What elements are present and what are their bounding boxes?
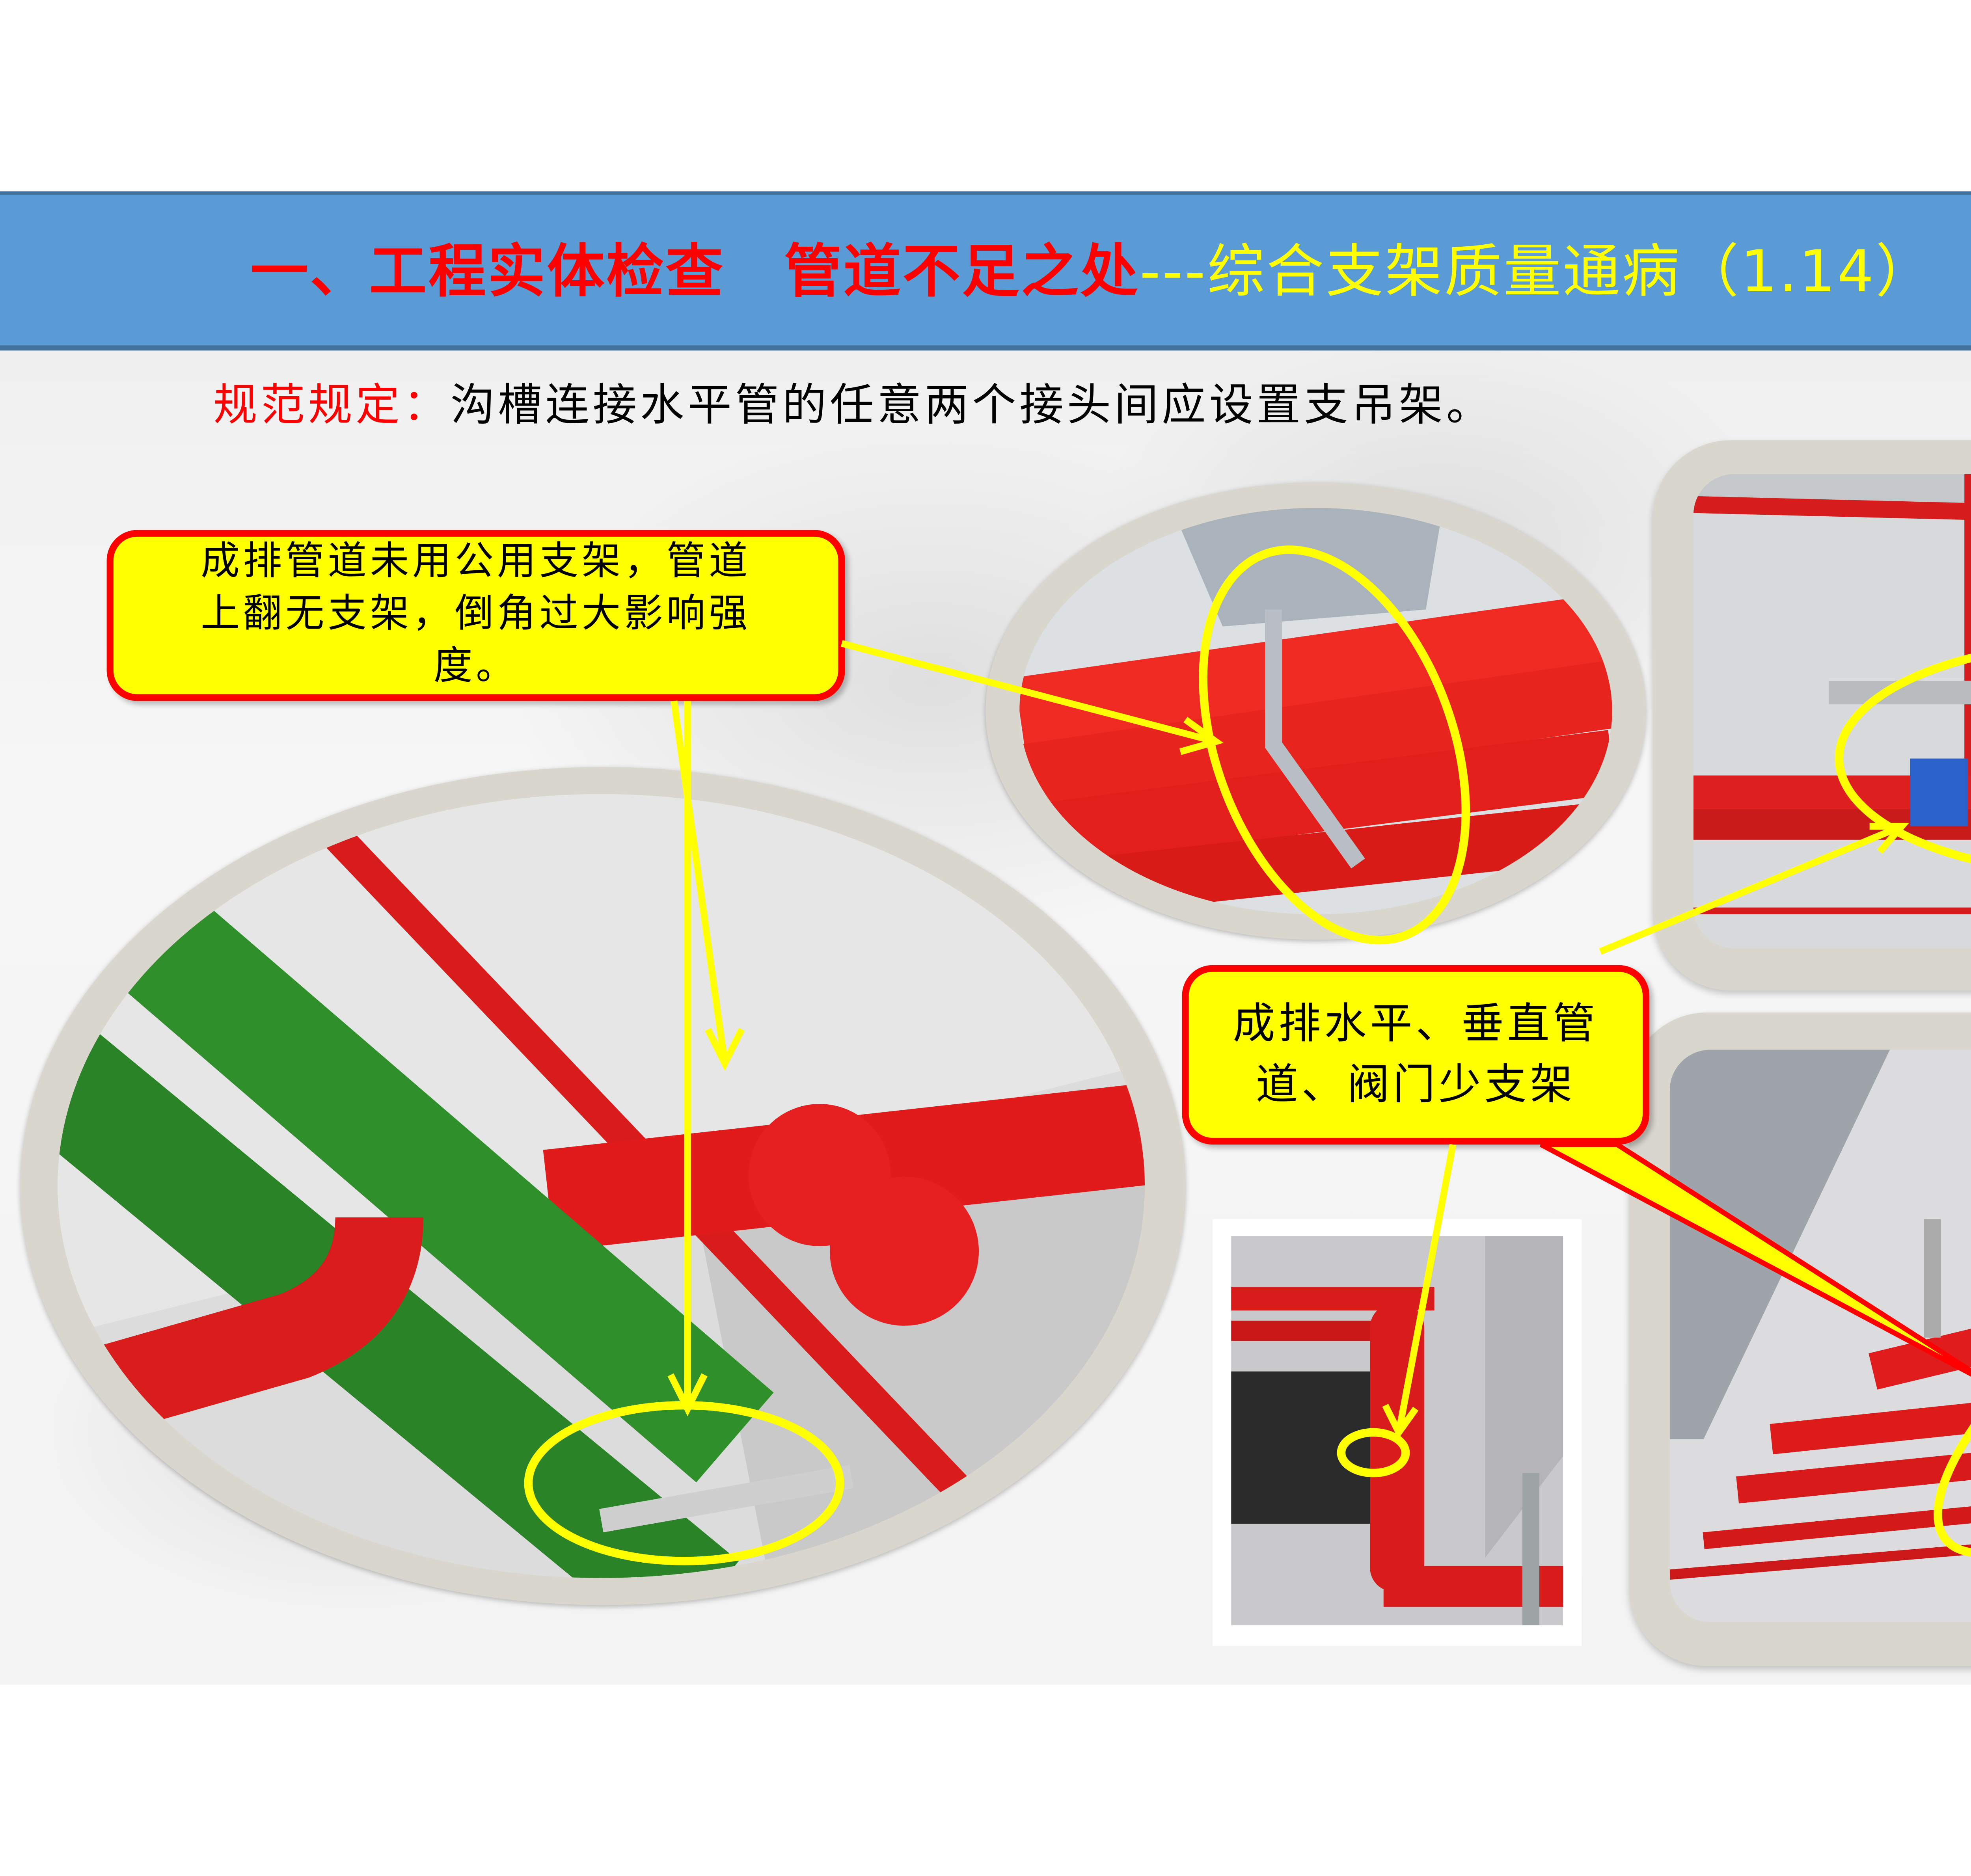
callout-right: 成排水平、垂直管 道、阀门少支架 (1182, 965, 1650, 1145)
photo-vertical-riser-image (1231, 1236, 1563, 1626)
callout-right-line-1: 成排水平、垂直管 (1233, 999, 1599, 1048)
photo-green-red-pipes (58, 794, 1145, 1578)
title-main: 一、工程实体检查 管道不足之处 (250, 238, 1140, 307)
photo-valve-row (1693, 474, 1971, 948)
photo-horizontal-runs-image (1669, 1050, 1971, 1622)
page-title: 一、工程实体检查 管道不足之处---综合支架质量通病（1.14） (251, 234, 1935, 312)
spec-rule-text: 沟槽连接水平管的任意两个接头间应设置支吊架。 (450, 381, 1494, 432)
callout-right-line-2: 道、阀门少支架 (1256, 1060, 1576, 1109)
photo-red-pipe-bundle-image (1019, 508, 1612, 914)
photo-vertical-riser (1231, 1236, 1563, 1626)
title-sub: ---综合支架质量通病（1.14） (1140, 238, 1935, 307)
photo-red-pipe-bundle (1019, 508, 1612, 914)
callout-left-line-1: 成排管道未用公用支架，管道 (201, 540, 751, 584)
callout-left: 成排管道未用公用支架，管道 上翻无支架，倒角过大影响强 度。 (106, 530, 845, 701)
photo-horizontal-runs (1669, 1050, 1971, 1622)
title-bar (0, 191, 1971, 351)
callout-left-line-2: 上翻无支架，倒角过大影响强 (201, 592, 751, 637)
callout-left-line-3: 度。 (433, 645, 518, 689)
photo-valve-row-image (1693, 474, 1971, 948)
spec-rule: 规范规定：沟槽连接水平管的任意两个接头间应设置支吊架。 (213, 376, 1494, 437)
spec-rule-label: 规范规定： (213, 381, 451, 432)
photo-green-red-pipes-image (58, 794, 1145, 1578)
